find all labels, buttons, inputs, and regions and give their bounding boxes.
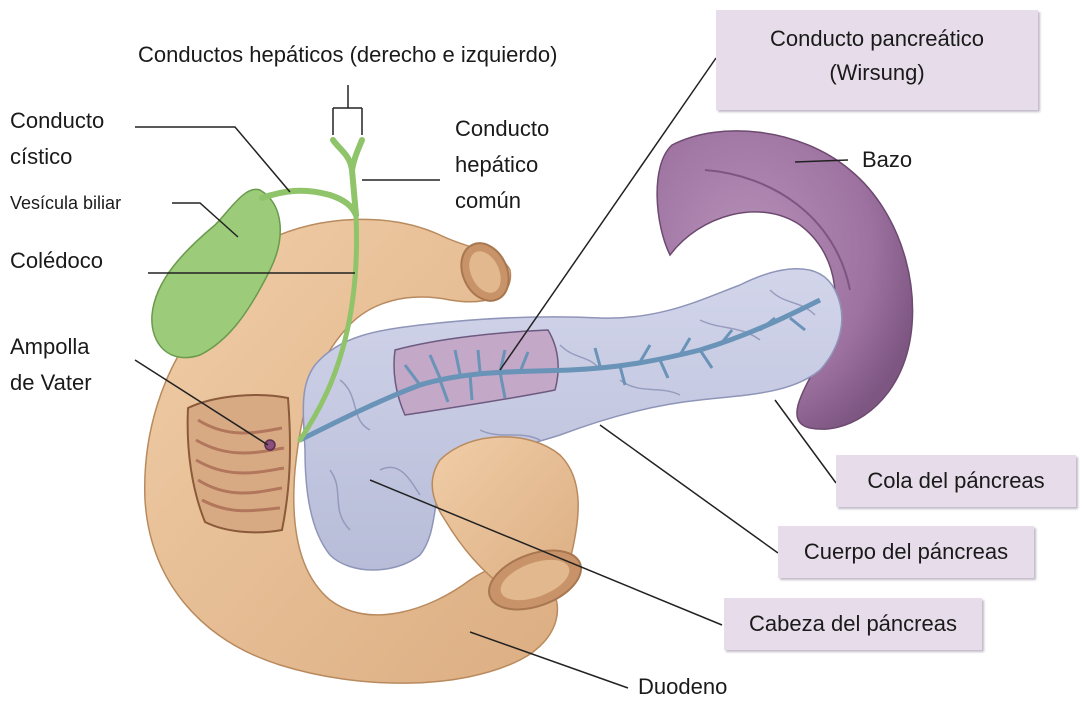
label-pancreas-head: Cabeza del páncreas (724, 607, 982, 641)
label-cystic-duct-line2: cístico (10, 140, 72, 174)
label-hepatic-ducts: Conductos hepáticos (derecho e izquierdo… (138, 38, 557, 72)
label-duodenum: Duodeno (638, 670, 727, 704)
label-pancreatic-duct-line1: Conducto pancreático (716, 22, 1038, 56)
label-box-pancreas-tail: Cola del páncreas (836, 455, 1076, 507)
label-common-hepatic-line2: hepático (455, 148, 538, 182)
label-box-pancreas-body: Cuerpo del páncreas (778, 526, 1034, 578)
hepatic-ducts-bracket (333, 85, 362, 135)
label-pancreas-tail: Cola del páncreas (836, 464, 1076, 498)
label-pancreas-body: Cuerpo del páncreas (778, 535, 1034, 569)
label-common-hepatic-line1: Conducto (455, 112, 549, 146)
label-pancreatic-duct-line2: (Wirsung) (716, 56, 1038, 90)
label-box-pancreas-head: Cabeza del páncreas (724, 598, 982, 650)
label-ampulla-line2: de Vater (10, 366, 92, 400)
label-common-bile-duct: Colédoco (10, 244, 103, 278)
label-cystic-duct-line1: Conducto (10, 104, 104, 138)
label-gallbladder: Vesícula biliar (10, 186, 121, 220)
label-spleen: Bazo (862, 143, 912, 177)
label-ampulla-line1: Ampolla (10, 330, 89, 364)
label-box-pancreatic-duct: Conducto pancreático (Wirsung) (716, 10, 1038, 110)
label-common-hepatic-line3: común (455, 184, 521, 218)
